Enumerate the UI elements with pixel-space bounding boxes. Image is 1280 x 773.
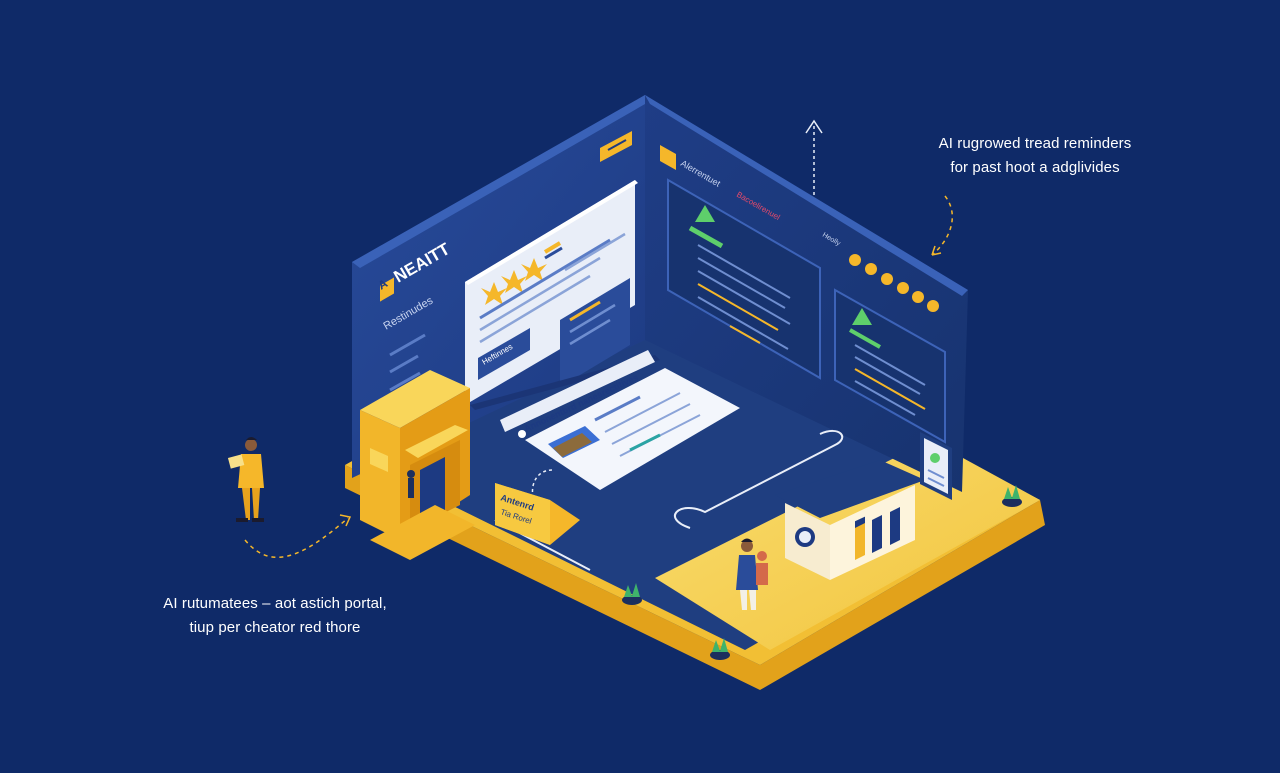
caption-right-line2: for past hoot a adglivides [950,159,1120,176]
reminder-panel [834,288,946,444]
shield-icon [927,300,939,312]
caption-left-line2: tiup per cheator red thore [189,619,361,636]
review-subpanel [560,278,630,387]
bell-icon [897,282,909,294]
star-icon [521,258,547,281]
review-panel: Heftinnes [465,180,638,405]
kiosk [360,370,475,560]
left-nav-lines [389,333,426,392]
caption-right-line1: AI rugrowed tread reminders [938,135,1132,152]
plant-icon [710,638,730,660]
star-icon [912,291,924,303]
star-icon [501,270,527,293]
check-icon [865,263,877,275]
floor-sign: Antenrd Tia Rorel [495,483,580,545]
center-card: Annonentbrd nanesrectitives [470,350,740,490]
icon-row [849,254,939,312]
top-wall-tag [600,131,632,162]
warning-icon [695,205,715,222]
star-icon [481,282,507,305]
lightbulb-icon [849,254,861,266]
plant-icon [1002,485,1022,507]
person-reading [227,437,264,522]
parent-and-child [736,538,768,610]
phone-device [920,432,952,500]
caption-left-line1: AI rutumatees – aot astich portal, [163,595,387,612]
warning-icon [852,308,872,325]
caption-left: AI rutumatees – aot astich portal, tiup … [140,592,410,640]
plant-icon [622,583,642,605]
caption-right: AI rugrowed tread reminders for past hoo… [900,132,1170,180]
house [775,460,925,580]
plants [622,485,1022,660]
gear-icon [881,273,893,285]
decorative-arrows [244,119,954,558]
arrow-up-icon [805,119,823,195]
rating-stars [481,258,547,305]
